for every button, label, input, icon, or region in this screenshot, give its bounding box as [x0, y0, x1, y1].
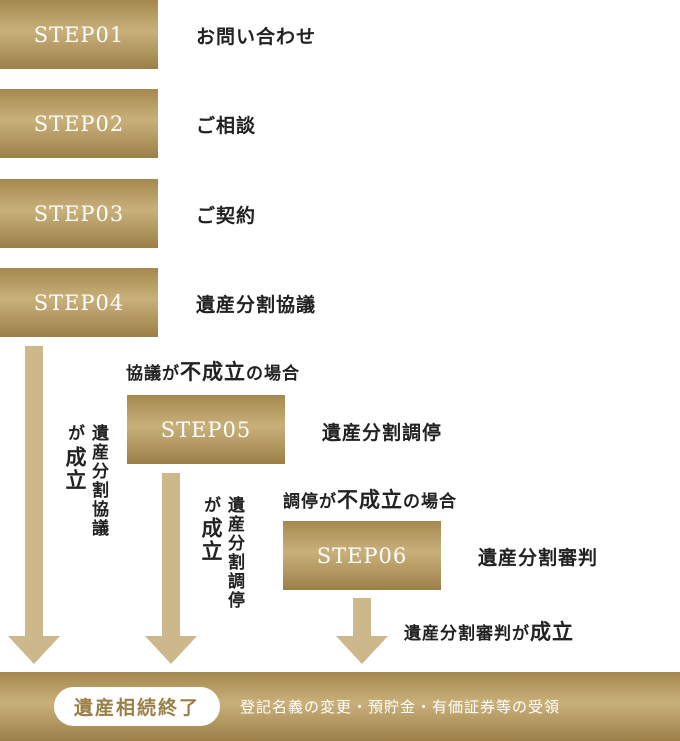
judgment-pre: 遺産分割審判が [404, 624, 530, 644]
mediation-arrow [145, 473, 197, 664]
step03-text: ご契約 [196, 205, 257, 227]
mediation-big-text: 成立 [199, 517, 223, 563]
step01-label: STEP01 [33, 22, 125, 47]
step05-text: 遺産分割調停 [322, 422, 443, 444]
step03-box: STEP03 [0, 179, 158, 248]
step06-text: 遺産分割審判 [478, 547, 599, 569]
step06-label: STEP06 [316, 543, 408, 568]
step04-box: STEP04 [0, 268, 158, 337]
step06-box: STEP06 [283, 521, 441, 590]
step03-label: STEP03 [33, 201, 125, 226]
step05-cond-pre: 協議が [126, 364, 180, 384]
final-text: 登記名義の変更・預貯金・有価証券等の受領 [240, 698, 561, 716]
step06-cond-pre: 調停が [283, 492, 337, 512]
step05-cond-emph: 不成立 [180, 360, 246, 384]
step02-label: STEP02 [33, 111, 125, 136]
step06-cond-emph: 不成立 [337, 488, 403, 512]
agreement-arrow [8, 346, 60, 664]
mediation-small-text: 遺産分割調停 [224, 496, 244, 610]
final-badge: 遺産相続終了 [54, 687, 221, 726]
step05-box: STEP05 [127, 395, 285, 464]
step06-cond-post: の場合 [403, 492, 457, 512]
step01-text: お問い合わせ [196, 26, 317, 48]
judgment-big: 成立 [530, 620, 574, 644]
step01-box: STEP01 [0, 0, 158, 69]
agreement-big-text: 成立 [63, 446, 87, 492]
step04-text: 遺産分割協議 [196, 294, 317, 316]
agreement-small-text: 遺産分割協議 [88, 424, 108, 538]
step05-label: STEP05 [160, 417, 252, 442]
step05-cond-post: の場合 [246, 364, 300, 384]
step02-text: ご相談 [196, 115, 257, 137]
judgment-arrow [336, 598, 388, 664]
step06-condition: 調停が不成立の場合 [283, 484, 457, 514]
step04-label: STEP04 [33, 290, 125, 315]
step02-box: STEP02 [0, 89, 158, 158]
mediation-join-text: が [200, 496, 220, 515]
agreement-join-text: が [64, 424, 84, 443]
final-bar: 遺産相続終了 登記名義の変更・預貯金・有価証券等の受領 [0, 672, 680, 741]
step05-condition: 協議が不成立の場合 [126, 356, 300, 386]
judgment-text: 遺産分割審判が成立 [404, 616, 574, 646]
